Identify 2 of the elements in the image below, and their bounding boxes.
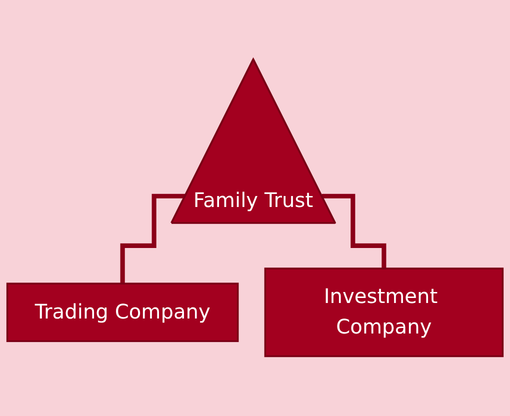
node-box: Trading Company: [6, 282, 239, 342]
node-box: Investment Company: [264, 268, 504, 358]
